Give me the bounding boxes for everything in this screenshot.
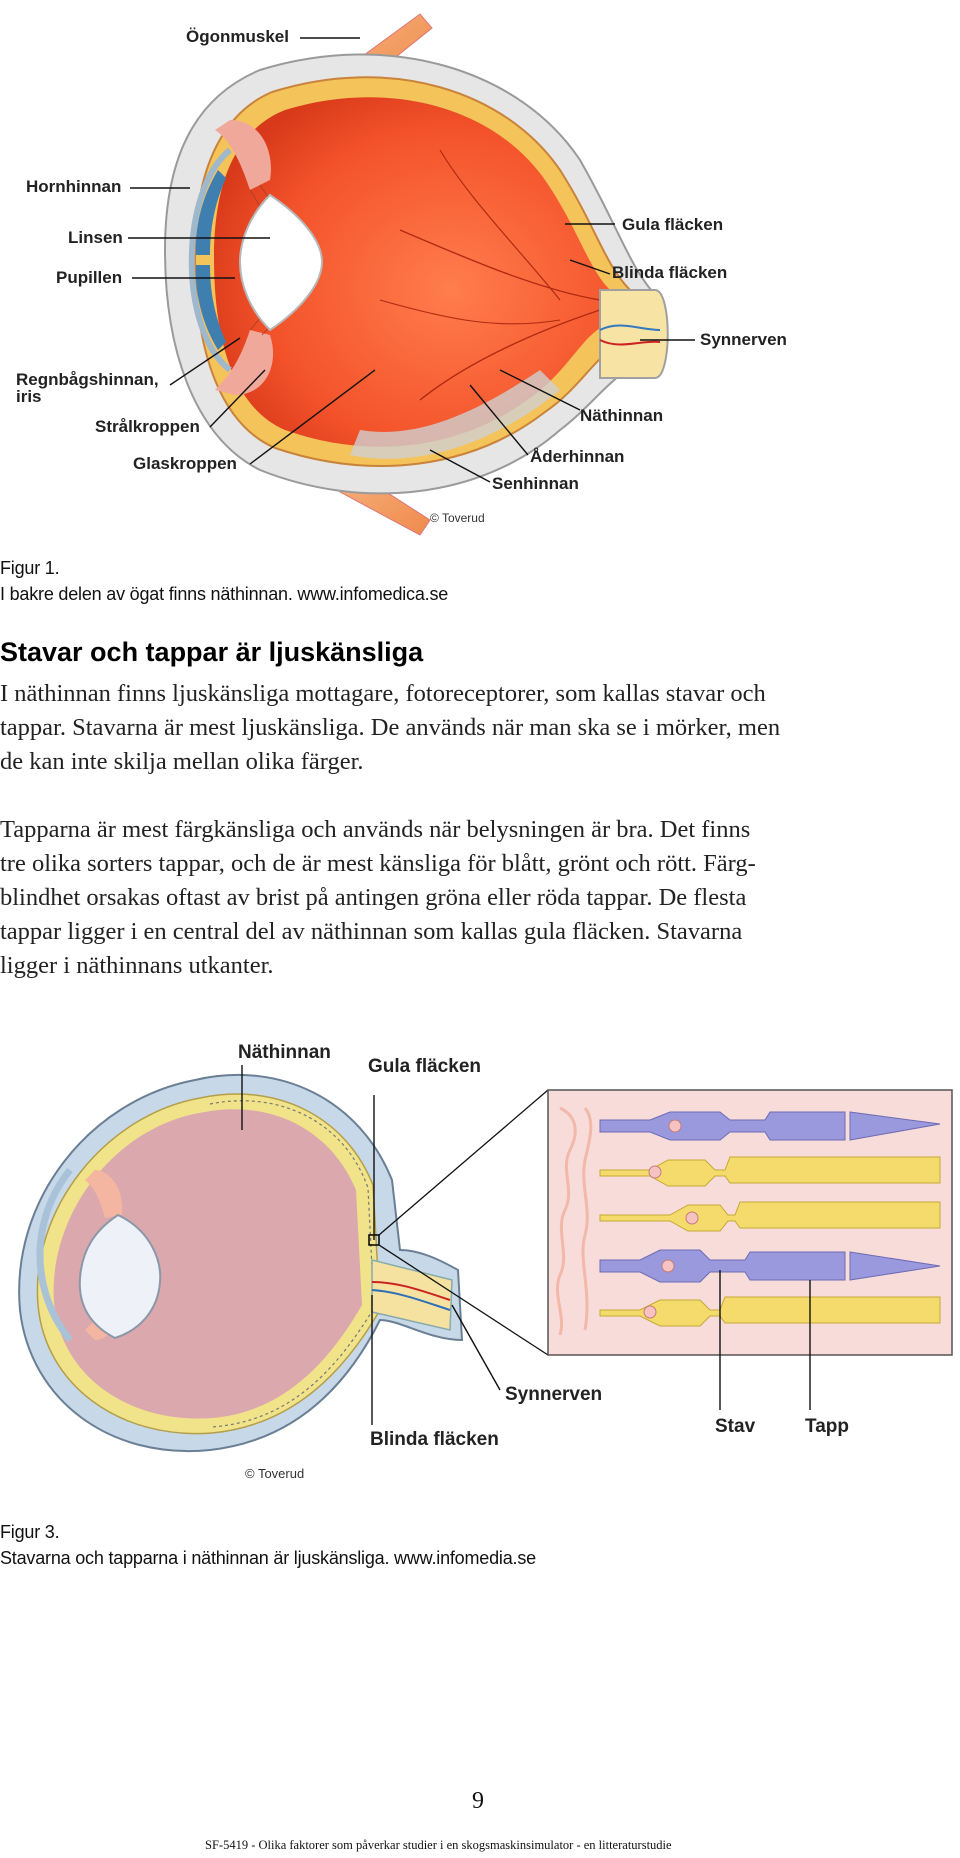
figure3-retina-rods-cones: Näthinnan Gula fläcken Synnerven Blinda … xyxy=(18,1042,953,1481)
optic-nerve-3 xyxy=(371,1259,453,1331)
figure3-caption-number: Figur 3. xyxy=(0,1522,60,1542)
label-ogonmuskel: Ögonmuskel xyxy=(186,27,289,46)
paragraph-1-line: tappar. Stavarna är mest ljuskänsliga. D… xyxy=(0,714,781,741)
lens-3 xyxy=(78,1213,162,1340)
section-heading: Stavar och tappar är ljuskänsliga xyxy=(0,637,424,667)
label-pupillen: Pupillen xyxy=(56,268,122,287)
iris xyxy=(195,170,226,255)
paragraph-2-line: Tapparna är mest färgkänsliga och använd… xyxy=(0,816,751,843)
label-iris: iris xyxy=(16,387,42,406)
label-nathinnan: Näthinnan xyxy=(580,406,663,425)
label-aderhinnan: Åderhinnan xyxy=(530,447,624,466)
paragraph-1-line: de kan inte skilja mellan olika färger. xyxy=(0,748,364,775)
photoreceptor-rows xyxy=(599,1111,941,1327)
credit-toverud-1: © Toverud xyxy=(430,511,485,525)
paragraph-2-line: ligger i näthinnans utkanter. xyxy=(0,952,274,979)
paragraph-2-line: blindhet orsakas oftast av brist på anti… xyxy=(0,884,747,911)
label-gula-flacken: Gula fläcken xyxy=(622,215,723,234)
document-footer: SF-5419 - Olika faktorer som påverkar st… xyxy=(205,1838,672,1852)
label-blinda-flacken-3: Blinda fläcken xyxy=(370,1429,499,1450)
figure3-caption-text: Stavarna och tapparna i näthinnan är lju… xyxy=(0,1548,536,1568)
credit-toverud-3: © Toverud xyxy=(245,1466,304,1481)
lens xyxy=(238,193,324,332)
label-linsen: Linsen xyxy=(68,228,123,247)
label-tapp: Tapp xyxy=(805,1416,849,1437)
label-senhinnan: Senhinnan xyxy=(492,474,579,493)
label-hornhinnan: Hornhinnan xyxy=(26,177,121,196)
paragraph-1: I näthinnan finns ljuskänsliga mottagare… xyxy=(0,677,945,779)
label-regnbagshinnan: Regnbågshinnan, xyxy=(16,370,159,389)
label-blinda-flacken: Blinda fläcken xyxy=(612,263,727,282)
ciliary-body xyxy=(215,120,271,190)
figure1-caption-number: Figur 1. xyxy=(0,558,60,578)
figure1-eye-cross-section: Ögonmuskel Hornhinnan Linsen Pupillen Re… xyxy=(16,13,787,536)
label-stralkroppen: Strålkroppen xyxy=(95,417,200,436)
page-number: 9 xyxy=(472,1788,484,1814)
label-glaskroppen: Glaskroppen xyxy=(133,454,237,473)
optic-nerve xyxy=(599,289,669,379)
cornea xyxy=(188,147,232,373)
label-nathinnan-3: Näthinnan xyxy=(238,1042,331,1063)
figure1-caption-text: I bakre delen av ögat finns näthinnan. w… xyxy=(0,584,449,604)
label-gula-flacken-3: Gula fläcken xyxy=(368,1056,481,1077)
label-synnerven: Synnerven xyxy=(700,330,787,349)
paragraph-2-line: tre olika sorters tappar, och de är mest… xyxy=(0,850,756,877)
paragraph-1-line: I näthinnan finns ljuskänsliga mottagare… xyxy=(0,680,766,707)
paragraph-2: Tapparna är mest färgkänsliga och använd… xyxy=(0,813,945,983)
nerve-fibres xyxy=(555,1106,593,1336)
vitreous xyxy=(53,1109,363,1419)
label-stav: Stav xyxy=(715,1416,756,1437)
paragraph-2-line: tappar ligger i en central del av näthin… xyxy=(0,918,743,945)
label-synnerven-3: Synnerven xyxy=(505,1384,602,1405)
